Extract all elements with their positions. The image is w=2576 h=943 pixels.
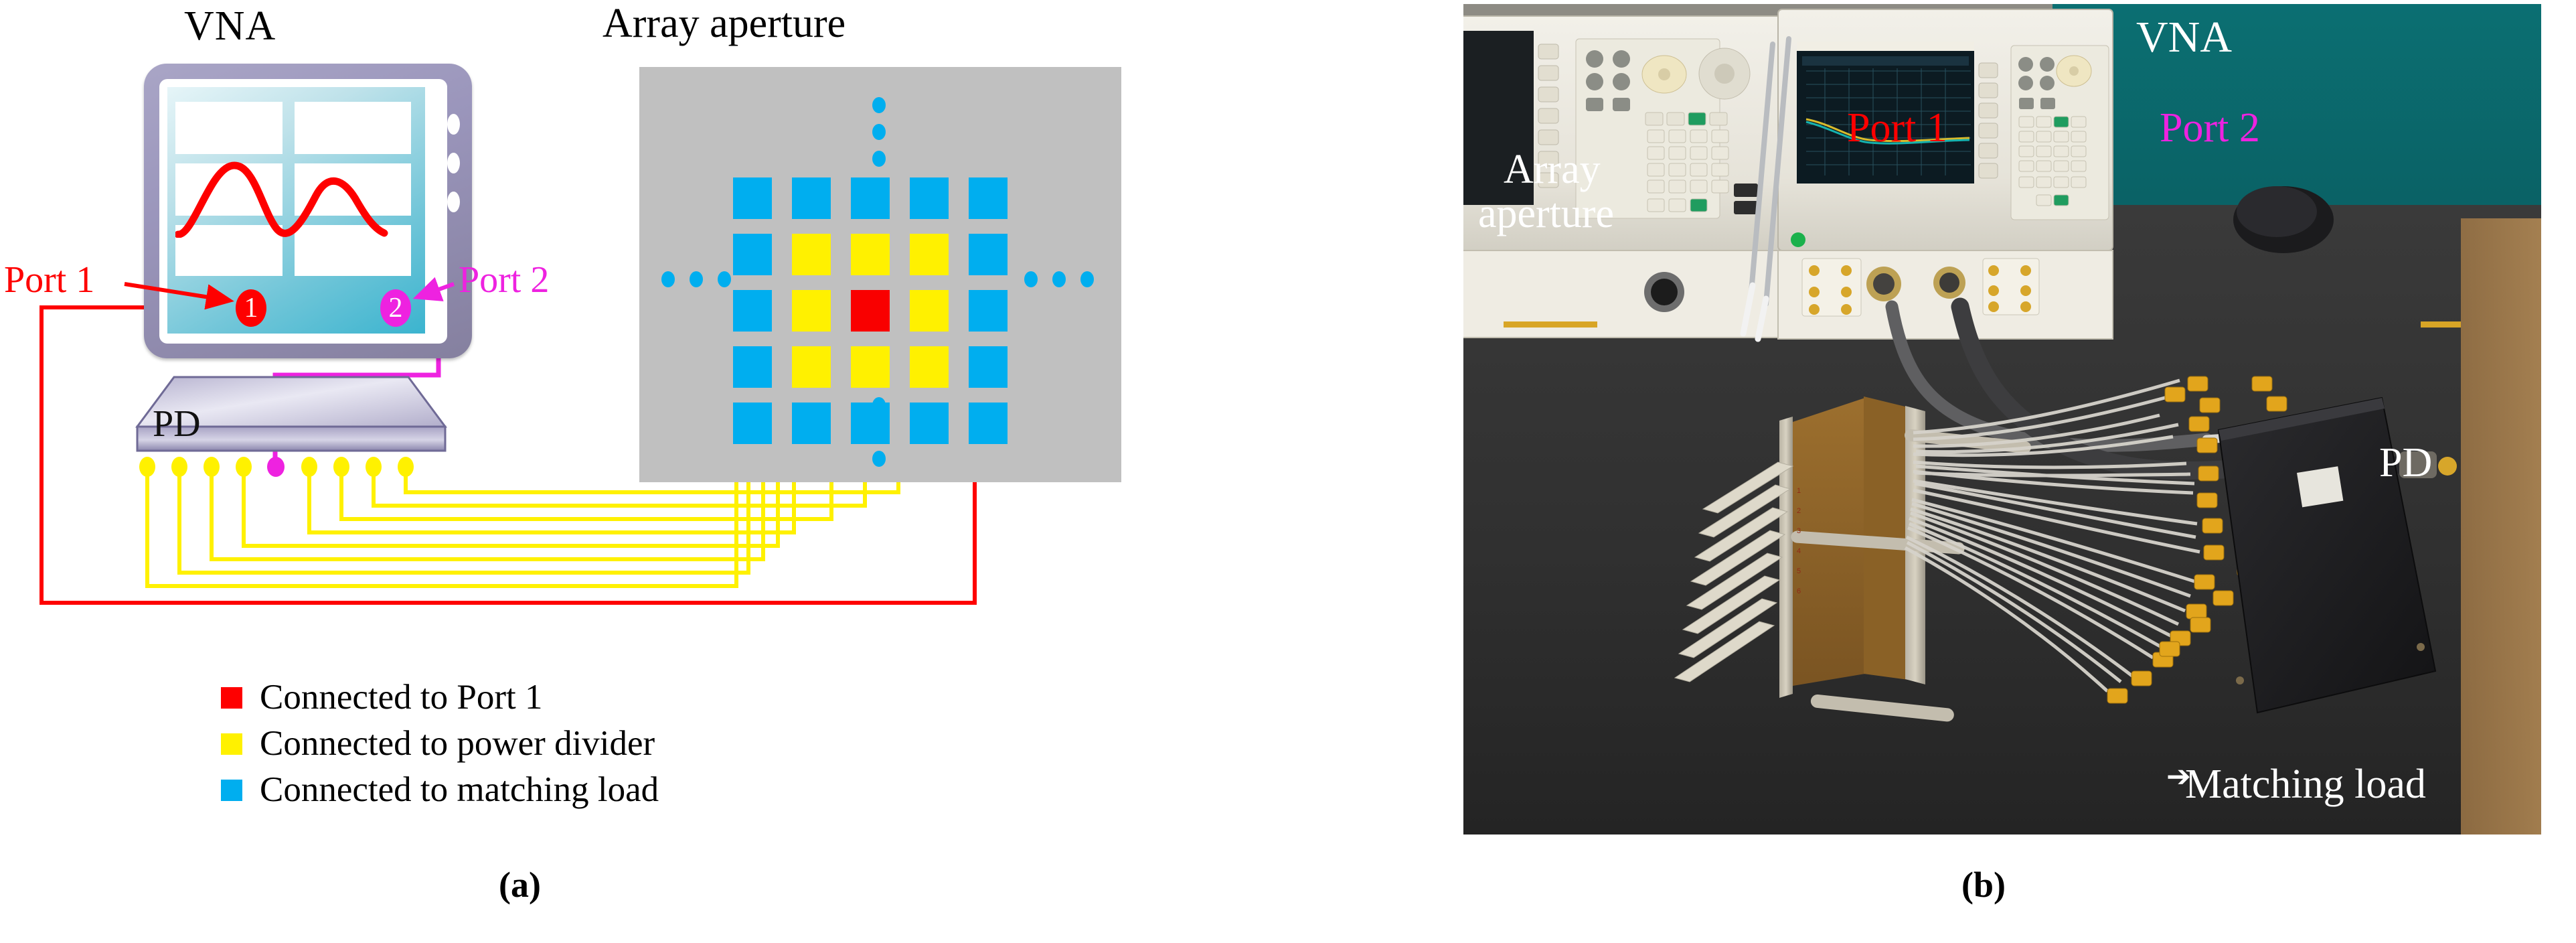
- vna-trace-waveform: [175, 161, 388, 238]
- svg-text:2: 2: [1797, 507, 1801, 515]
- svg-text:6: 6: [1797, 587, 1801, 595]
- vna-knob-1[interactable]: [447, 114, 460, 135]
- photo-label-power-divider: PD: [2379, 440, 2433, 486]
- svg-text:4: 4: [1797, 547, 1801, 555]
- legend-label-matching-load: Connected to matching load: [260, 770, 659, 809]
- legend-swatch-matching-load: [221, 779, 242, 801]
- vna-port2-marker[interactable]: 2: [380, 289, 411, 327]
- aperture-element-yellow-r2c2: [792, 234, 831, 275]
- aperture-element-blue-r2c1: [733, 234, 772, 275]
- aperture-element-yellow-r4c2: [792, 346, 831, 388]
- pd-port-yellow-6[interactable]: [333, 457, 349, 477]
- panel-a-schematic: VNA Array aperture: [0, 0, 1138, 943]
- aperture-element-yellow-r2c3: [851, 234, 890, 275]
- caption-b: (b): [1961, 865, 2006, 905]
- photo-canvas: 1 2 3 4 5 6: [1463, 4, 2541, 835]
- aperture-element-blue-r1c1: [733, 177, 772, 219]
- photo-label-vna: VNA: [2136, 13, 2232, 62]
- caption-a: (a): [499, 865, 541, 905]
- aperture-element-blue-r2c5: [969, 234, 1008, 275]
- aperture-element-blue-r5c3: [851, 403, 890, 444]
- vna-heading: VNA: [184, 3, 276, 49]
- legend-swatch-port1: [221, 686, 242, 709]
- aperture-element-blue-r3c5: [969, 290, 1008, 332]
- pd-port-yellow-7[interactable]: [366, 457, 382, 477]
- aperture-element-blue-r5c4: [910, 403, 949, 444]
- vna-port1-marker[interactable]: 1: [236, 289, 266, 327]
- photo-label-array-line1: Array: [1504, 147, 1601, 192]
- aperture-element-blue-r5c2: [792, 403, 831, 444]
- port1-arrow: [124, 282, 234, 310]
- svg-text:3: 3: [1797, 527, 1801, 535]
- aperture-element-blue-r5c5: [969, 403, 1008, 444]
- photo-label-array-line2: aperture: [1478, 191, 1615, 236]
- aperture-element-yellow-r2c4: [910, 234, 949, 275]
- power-divider-slab: [135, 376, 447, 452]
- aperture-element-yellow-r3c2: [792, 290, 831, 332]
- aperture-element-blue-r4c5: [969, 346, 1008, 388]
- aperture-element-blue-r4c1: [733, 346, 772, 388]
- svg-text:5: 5: [1797, 567, 1801, 575]
- legend: Connected to Port 1 Connected to power d…: [221, 680, 659, 818]
- legend-item: Connected to matching load: [221, 772, 659, 808]
- legend-item: Connected to power divider: [221, 726, 659, 761]
- aperture-element-red-r3c3: [851, 290, 890, 332]
- port2-arrow: [412, 277, 455, 301]
- legend-swatch-power-divider: [221, 733, 242, 755]
- aperture-element-blue-r1c2: [792, 177, 831, 219]
- legend-label-power-divider: Connected to power divider: [260, 724, 655, 763]
- power-divider-label: PD: [153, 403, 201, 445]
- matching-load-arrow-icon: ➔: [2166, 760, 2191, 793]
- port-callout-arrows: [124, 277, 455, 310]
- vna-screen-panes: [175, 102, 411, 276]
- aperture-element-yellow-r4c4: [910, 346, 949, 388]
- aperture-element-blue-r1c3: [851, 177, 890, 219]
- pd-port-yellow-5[interactable]: [301, 457, 317, 477]
- vna-knob-2[interactable]: [447, 153, 460, 173]
- photo-label-matching-load: Matching load: [2185, 761, 2426, 807]
- aperture-element-blue-r3c1: [733, 290, 772, 332]
- pd-port-yellow-3[interactable]: [204, 457, 220, 477]
- vna-knob-3[interactable]: [447, 192, 460, 212]
- pd-port-yellow-2[interactable]: [171, 457, 187, 477]
- aperture-element-yellow-r3c4: [910, 290, 949, 332]
- legend-label-port1: Connected to Port 1: [260, 678, 543, 717]
- port1-label: Port 1: [4, 259, 95, 301]
- aperture-element-yellow-r4c3: [851, 346, 890, 388]
- aperture-element-blue-r1c4: [910, 177, 949, 219]
- svg-text:1: 1: [1797, 487, 1801, 495]
- port2-label: Port 2: [459, 259, 550, 301]
- legend-item: Connected to Port 1: [221, 680, 659, 715]
- photo-label-port2: Port 2: [2160, 105, 2260, 151]
- pd-port-yellow-4[interactable]: [236, 457, 252, 477]
- pd-port-yellow-8[interactable]: [398, 457, 414, 477]
- aperture-element-blue-r5c1: [733, 403, 772, 444]
- pd-port-magenta[interactable]: [267, 457, 285, 477]
- pd-port-yellow-1[interactable]: [139, 457, 155, 477]
- panel-b-photograph: 1 2 3 4 5 6: [1463, 4, 2541, 835]
- aperture-element-grid: [733, 177, 1021, 445]
- aperture-element-blue-r1c5: [969, 177, 1008, 219]
- photo-label-port1: Port 1: [1847, 105, 1947, 151]
- array-aperture-heading: Array aperture: [602, 1, 846, 46]
